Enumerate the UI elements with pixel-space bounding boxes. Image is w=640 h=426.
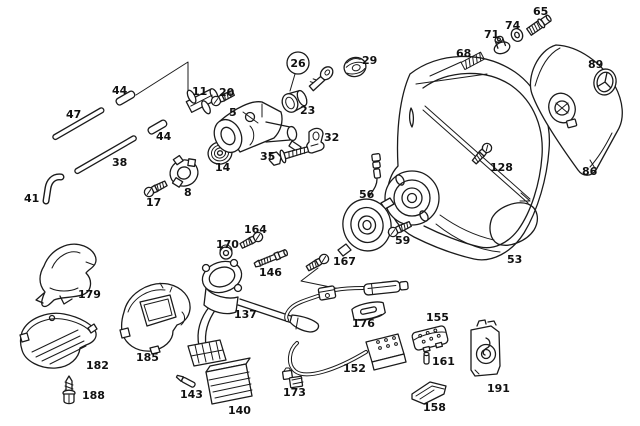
clip-32-drawing	[305, 127, 325, 154]
part-label-89: 89	[588, 58, 603, 71]
screw-188-drawing	[62, 375, 76, 405]
part-label-47: 47	[66, 108, 81, 121]
nut-170-drawing	[219, 244, 233, 260]
bushing-71-drawing	[493, 35, 511, 55]
emblem-89-drawing	[593, 68, 617, 96]
part-label-170: 170	[216, 238, 239, 251]
lock-bracket-191-drawing	[470, 319, 501, 377]
upper-cover-179-drawing	[35, 243, 97, 308]
cover-158-drawing	[411, 381, 447, 405]
part-label-158: 158	[423, 401, 446, 414]
part-label-68: 68	[456, 47, 471, 60]
tube-44-lower-drawing	[147, 119, 168, 135]
part-label-137: 137	[234, 308, 257, 321]
part-label-8: 8	[184, 186, 192, 199]
pin-161-drawing	[423, 351, 430, 365]
part-label-35: 35	[260, 150, 275, 163]
part-label-44-lower: 44	[156, 130, 172, 143]
part-label-140: 140	[228, 404, 251, 417]
connector-strip-drawing	[187, 339, 227, 367]
part-label-41: 41	[24, 192, 39, 205]
part-label-152: 152	[343, 362, 366, 375]
part-label-176: 176	[352, 317, 375, 330]
switch-155-drawing	[411, 325, 449, 353]
tube-44-upper-drawing	[115, 90, 136, 106]
connector-140-drawing	[205, 357, 253, 405]
connector-173-drawing	[281, 367, 304, 389]
lower-cover-182-drawing	[19, 312, 98, 369]
bolt-35-drawing	[268, 146, 310, 166]
part-label-65: 65	[533, 5, 548, 18]
lock-cylinder-23-drawing	[281, 89, 308, 113]
rod-38-drawing	[74, 135, 137, 175]
pin-143-drawing	[175, 374, 196, 388]
leader-line-167	[300, 267, 341, 290]
part-label-5: 5	[229, 106, 237, 119]
part-label-185: 185	[136, 351, 159, 364]
part-label-32: 32	[324, 131, 339, 144]
spring-68-drawing	[460, 51, 485, 71]
part-label-56: 56	[359, 188, 375, 201]
part-label-182: 182	[86, 359, 109, 372]
screw-167-drawing	[304, 252, 331, 274]
circle-callout-26	[286, 51, 310, 92]
part-label-20: 20	[219, 86, 235, 99]
contact-ring-56-drawing	[337, 153, 395, 257]
part-label-14: 14	[215, 161, 231, 174]
part-label-188: 188	[82, 389, 105, 402]
leader-line-11	[135, 61, 189, 96]
cable-152-drawing	[288, 333, 407, 377]
part-label-44-upper: 44	[112, 84, 128, 97]
part-label-26: 26	[290, 57, 306, 70]
part-label-155: 155	[426, 311, 449, 324]
part-label-29: 29	[362, 54, 377, 67]
part-label-38: 38	[112, 156, 127, 169]
part-label-167: 167	[333, 255, 356, 268]
key-drawing	[308, 66, 334, 92]
part-label-74: 74	[505, 19, 521, 32]
part-label-71: 71	[484, 28, 499, 41]
clip-176-drawing	[351, 301, 386, 321]
bolt-146-drawing	[253, 249, 289, 268]
part-label-143: 143	[180, 388, 203, 401]
part-label-179: 179	[78, 288, 101, 301]
part-label-11: 11	[192, 85, 207, 98]
screw-65-drawing	[526, 14, 552, 36]
part-label-161: 161	[432, 355, 455, 368]
part-label-191: 191	[487, 382, 510, 395]
part-label-53: 53	[507, 253, 522, 266]
bent-rod-41-drawing	[42, 173, 65, 205]
rod-47-drawing	[52, 107, 105, 141]
column-shroud-185-drawing	[119, 282, 191, 355]
washer-74-drawing	[510, 28, 524, 42]
part-label-164: 164	[244, 223, 267, 236]
part-label-173: 173	[283, 386, 306, 399]
part-label-146: 146	[259, 266, 282, 279]
part-label-17: 17	[146, 196, 161, 209]
housing-8-drawing	[169, 154, 199, 188]
part-label-59: 59	[395, 234, 410, 247]
lock-housing-5-drawing	[213, 101, 302, 154]
steering-wheel-53-drawing	[384, 55, 551, 261]
horn-contact-wire-drawing	[284, 280, 409, 322]
leader-line-68	[429, 61, 462, 77]
part-label-128: 128	[490, 161, 513, 174]
cap-29-drawing	[343, 56, 367, 78]
part-label-86: 86	[582, 165, 598, 178]
part-label-23: 23	[300, 104, 315, 117]
